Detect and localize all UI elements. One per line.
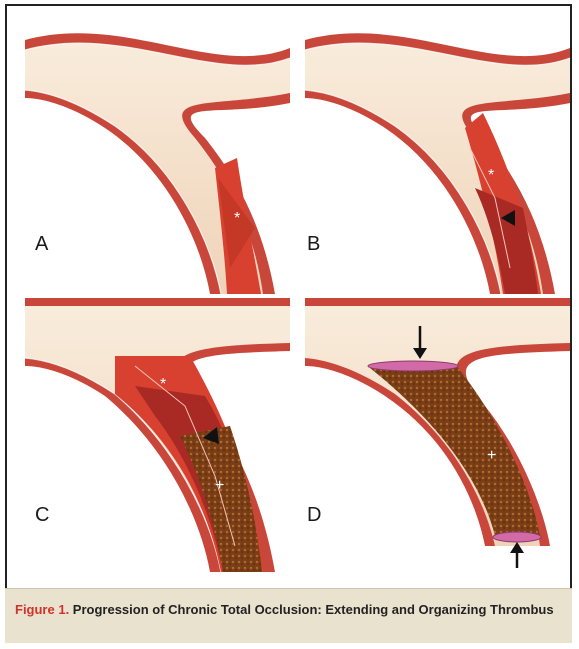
panel-c: * + C — [15, 296, 291, 572]
caption-text: Progression of Chronic Total Occlusion: … — [69, 602, 553, 617]
caption-label: Figure 1. — [15, 602, 69, 617]
vessel-illustration-d: + — [295, 296, 571, 572]
distal-cap-d — [493, 532, 541, 542]
asterisk-marker-c: * — [160, 376, 166, 393]
asterisk-marker-a: * — [234, 210, 240, 227]
proximal-cap-d — [368, 361, 458, 371]
panel-label-b: B — [307, 233, 320, 256]
panel-label-d: D — [307, 504, 321, 527]
panel-b: * B — [295, 18, 571, 294]
figure-caption: Figure 1. Progression of Chronic Total O… — [5, 588, 572, 643]
vessel-illustration-b: * — [295, 18, 571, 294]
vessel-illustration-a: * — [15, 18, 291, 294]
panel-a: * A — [15, 18, 291, 294]
plus-marker-d: + — [487, 447, 496, 464]
asterisk-marker-b: * — [488, 167, 494, 184]
panel-label-a: A — [35, 233, 48, 256]
panel-label-c: C — [35, 504, 49, 527]
vessel-illustration-c: * + — [15, 296, 291, 572]
panel-d: + D — [295, 296, 571, 572]
plus-marker-c: + — [215, 477, 224, 494]
